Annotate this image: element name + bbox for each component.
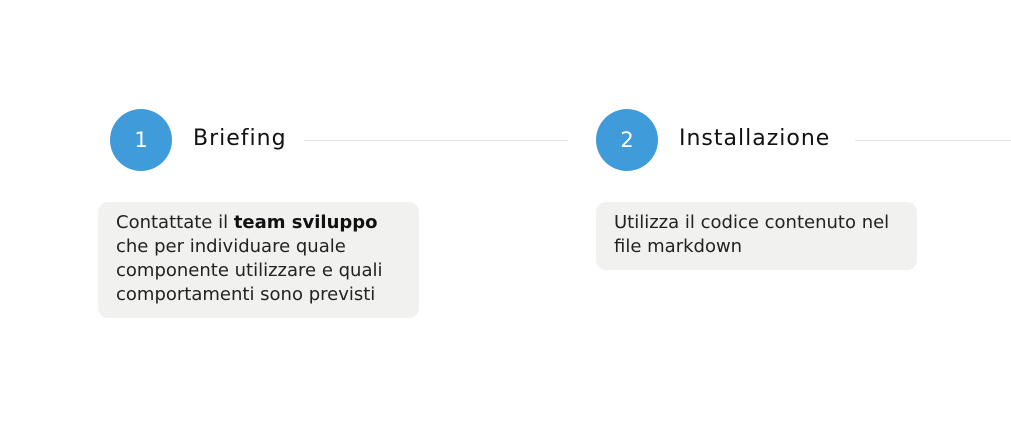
step-title: Briefing bbox=[193, 126, 287, 151]
description-text: che per individuare quale componente uti… bbox=[116, 236, 383, 305]
step-description-card: Utilizza il codice contenuto nel file ma… bbox=[596, 202, 917, 270]
step-description-card: Contattate il team sviluppo che per indi… bbox=[98, 202, 419, 318]
step-installazione: 2 Installazione Utilizza il codice conte… bbox=[596, 109, 1011, 270]
step-divider bbox=[304, 140, 568, 141]
step-header: 1 Briefing bbox=[110, 109, 568, 171]
step-number-badge: 2 bbox=[596, 109, 658, 171]
description-text: Contattate il bbox=[116, 212, 234, 233]
step-divider bbox=[855, 140, 1011, 141]
step-title: Installazione bbox=[679, 126, 831, 151]
description-text: Utilizza il codice contenuto nel file ma… bbox=[614, 212, 890, 257]
step-header: 2 Installazione bbox=[596, 109, 1011, 171]
step-number-badge: 1 bbox=[110, 109, 172, 171]
description-highlight: team sviluppo bbox=[233, 212, 378, 233]
step-briefing: 1 Briefing Contattate il team sviluppo c… bbox=[98, 109, 568, 318]
